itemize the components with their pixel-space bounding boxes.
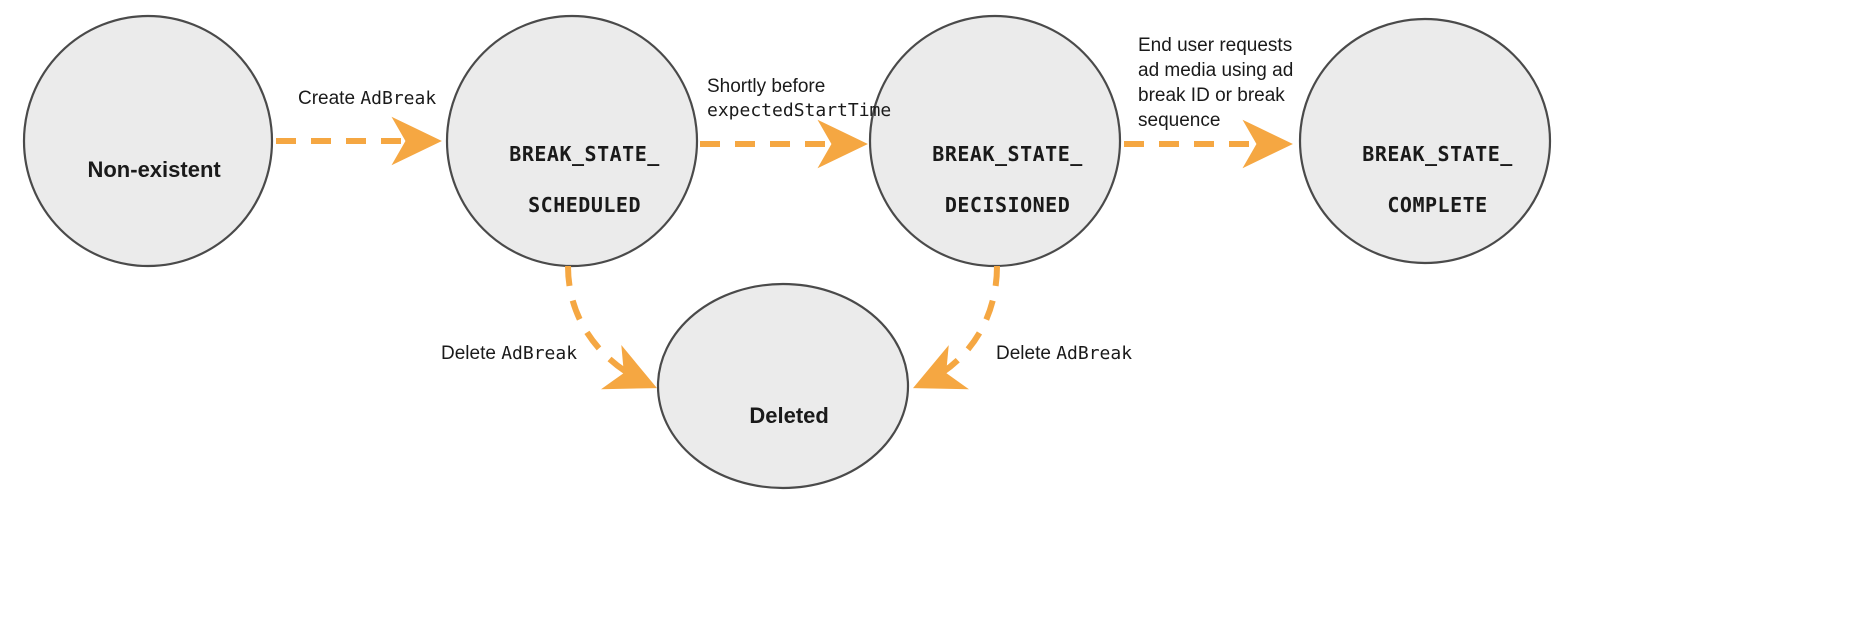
node-deleted[interactable] (656, 282, 910, 490)
node-non-existent[interactable] (22, 14, 274, 268)
edge-delete-adbreak-left (565, 265, 657, 390)
node-break-state-decisioned[interactable] (868, 14, 1122, 268)
node-break-state-scheduled[interactable] (445, 14, 699, 268)
node-break-state-complete[interactable] (1298, 17, 1552, 265)
edge-delete-adbreak-right (912, 265, 1000, 390)
